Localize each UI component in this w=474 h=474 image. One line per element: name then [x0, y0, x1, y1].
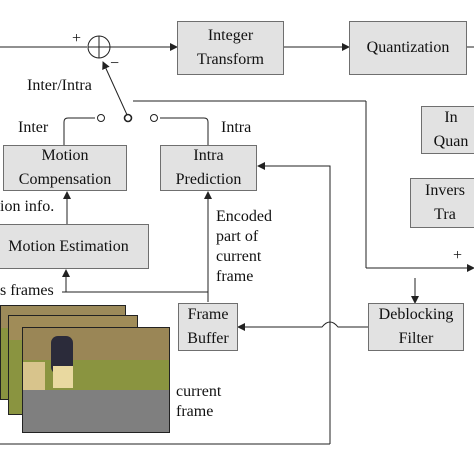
- motion-estimation-block: Motion Estimation: [0, 224, 149, 269]
- deblock-to-buffer: [237, 321, 368, 331]
- quantization-block: Quantization: [349, 21, 467, 75]
- switch-pivot: [123, 113, 133, 123]
- inter-label: Inter: [18, 119, 49, 136]
- motion-info-label: ion info.: [0, 198, 55, 215]
- inverse-transform-block: Invers Tra: [410, 178, 474, 228]
- current-frame-label: current frame: [176, 383, 222, 420]
- reference-frames-label: s frames: [0, 282, 54, 299]
- encoded-part-label: Encoded part of current frame: [216, 208, 272, 285]
- current-frame-image: [22, 327, 170, 433]
- current-to-intra: [257, 162, 331, 444]
- intra-wire: [160, 117, 209, 145]
- inter-contact: [97, 114, 105, 122]
- inter-wire: [63, 117, 95, 145]
- intra-label: Intra: [221, 119, 252, 136]
- switch-arm: [102, 61, 129, 118]
- frame-buffer-block: Frame Buffer: [178, 303, 238, 351]
- deblocking-filter-block: Deblocking Filter: [368, 303, 464, 351]
- plus-sign-top: +: [72, 30, 82, 47]
- inter-intra-label: Inter/Intra: [27, 77, 92, 94]
- motion-compensation-block: Motion Compensation: [3, 145, 127, 191]
- intra-contact: [150, 114, 158, 122]
- integer-transform-block: Integer Transform: [177, 21, 284, 75]
- inverse-quantization-block: In Quan: [421, 106, 474, 154]
- minus-sign-top: −: [110, 55, 120, 72]
- plus-sign-right: +: [453, 247, 463, 264]
- intra-prediction-block: Intra Prediction: [160, 145, 257, 191]
